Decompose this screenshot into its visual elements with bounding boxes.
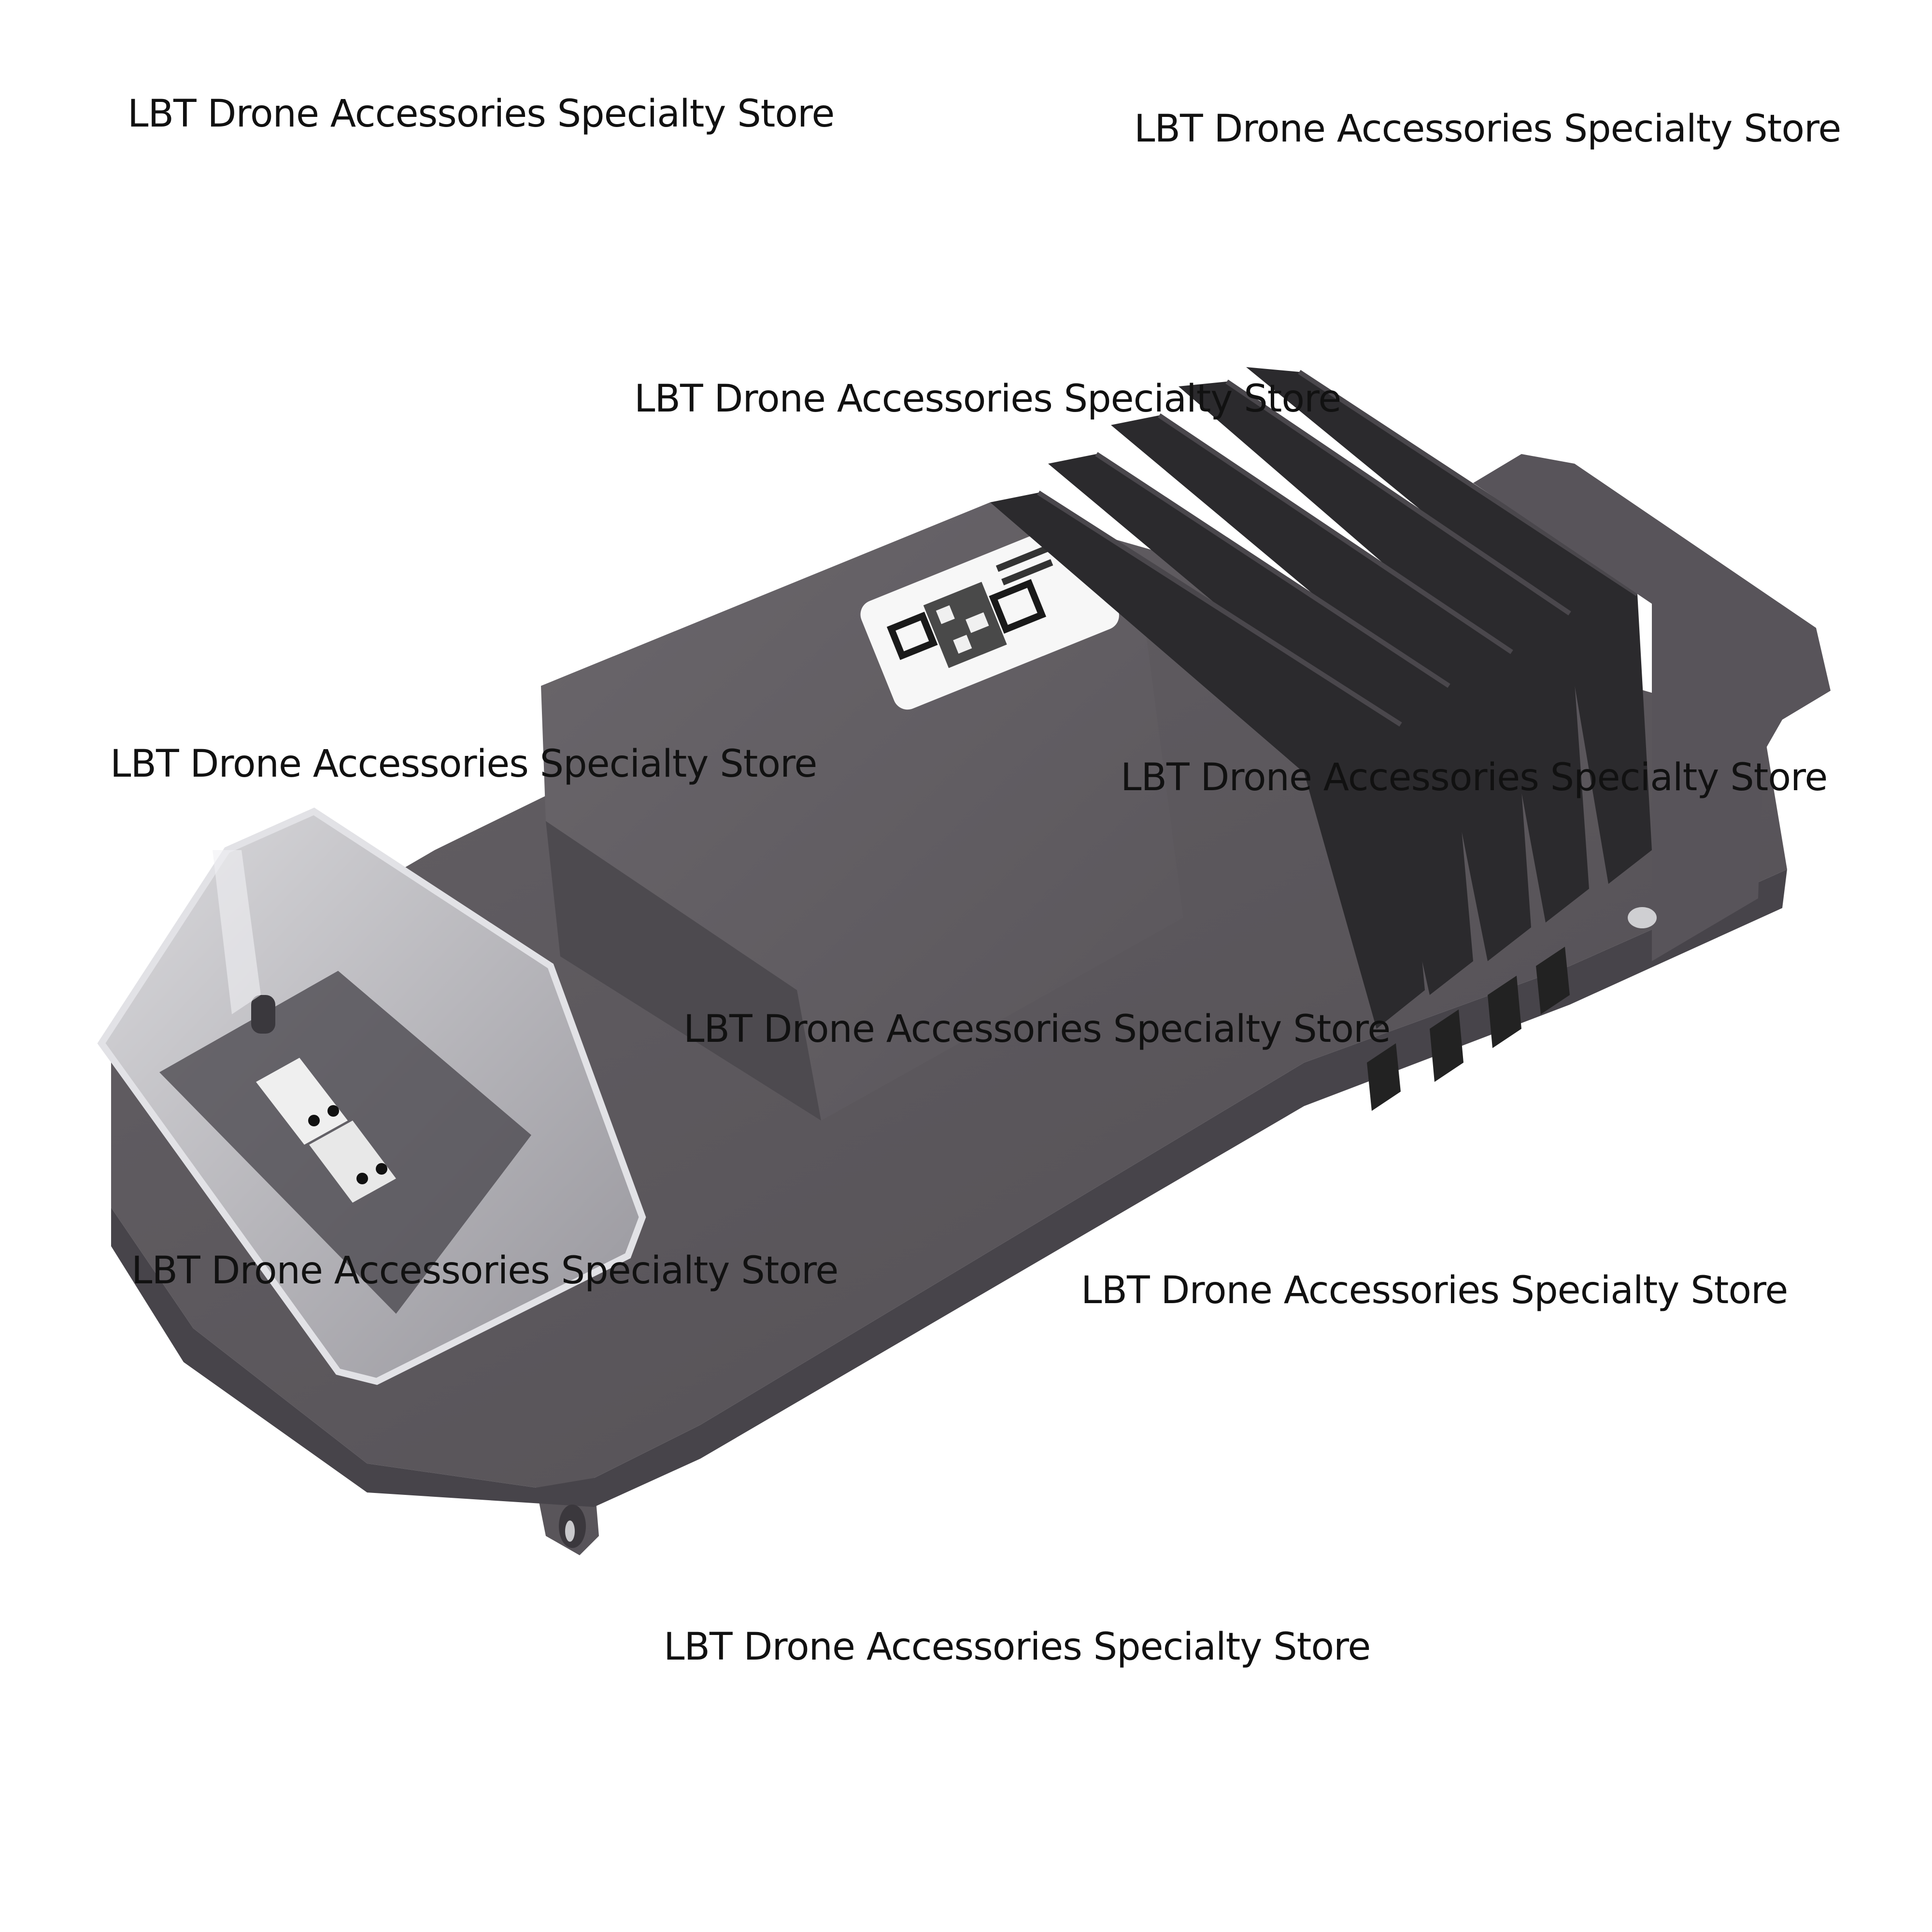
module-end-cap [1367,454,1831,1111]
watermark-text: LBT Drone Accessories Specialty Store [131,1249,838,1293]
heatsink-fins [990,367,1652,1029]
module-raised-block [541,502,1183,1121]
watermark-text: LBT Drone Accessories Specialty Store [1134,107,1841,151]
watermark-text: LBT Drone Accessories Specialty Store [634,377,1341,421]
watermark-text: LBT Drone Accessories Specialty Store [664,1625,1371,1669]
watermark-text: LBT Drone Accessories Specialty Store [683,1008,1391,1051]
watermark-text: LBT Drone Accessories Specialty Store [1081,1269,1788,1312]
watermark-text: LBT Drone Accessories Specialty Store [1121,756,1828,799]
watermark-text: LBT Drone Accessories Specialty Store [110,742,817,786]
qr-code-label [860,520,1119,710]
watermark-text: LBT Drone Accessories Specialty Store [128,92,835,136]
connector-contacts [256,1058,396,1203]
transparent-connector-cover [97,808,646,1385]
